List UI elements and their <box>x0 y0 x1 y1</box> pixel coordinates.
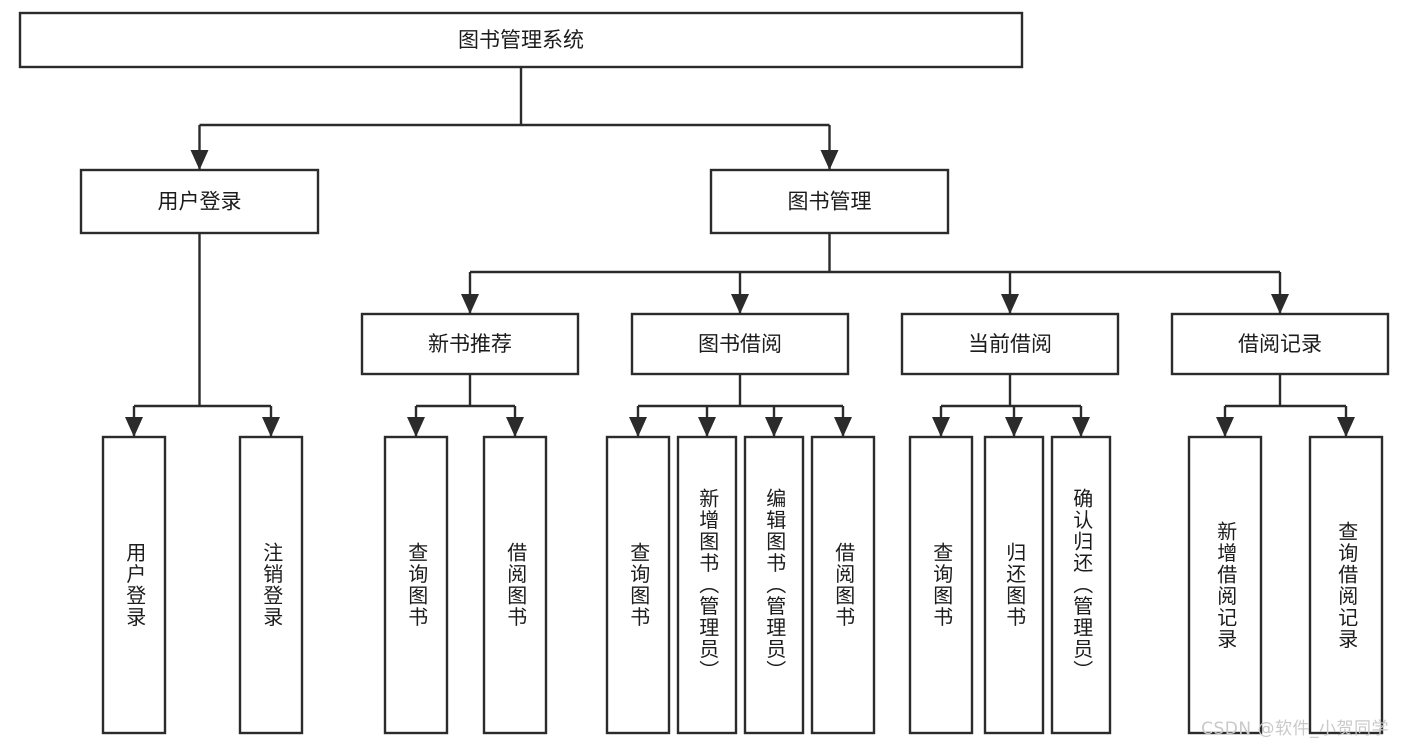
leaf-node-1-rect[interactable] <box>238 435 304 735</box>
leaf-node-12[interactable] <box>1308 435 1384 735</box>
level3-node-2-rect[interactable] <box>900 312 1120 376</box>
arrow-head-icon <box>629 417 647 437</box>
leaf-node-0[interactable] <box>101 435 167 735</box>
leaf-node-4-rect[interactable] <box>605 435 671 735</box>
arrow-head-icon <box>262 417 280 437</box>
leaf-node-9-rect[interactable] <box>983 435 1045 735</box>
level2-node-0-rect[interactable] <box>79 168 320 235</box>
leaf-node-9[interactable] <box>983 435 1045 735</box>
arrow-head-icon <box>698 417 716 437</box>
leaf-node-12-rect[interactable] <box>1308 435 1384 735</box>
arrow-head-icon <box>1005 417 1023 437</box>
arrow-head-icon <box>1001 294 1019 314</box>
leaf-node-6[interactable] <box>743 435 805 735</box>
arrow-head-icon <box>834 417 852 437</box>
level2-node-0-label: 用户登录 <box>158 190 242 214</box>
leaf-node-11[interactable] <box>1187 435 1263 735</box>
leaf-node-10-rect[interactable] <box>1050 435 1112 735</box>
arrow-head-icon <box>190 150 209 170</box>
level3-node-0-label: 新书推荐 <box>428 332 512 356</box>
level3-node-1[interactable]: 图书借阅 <box>630 312 850 376</box>
leaf-node-8[interactable] <box>908 435 974 735</box>
level2-node-0[interactable]: 用户登录 <box>79 168 320 235</box>
level2-node-1-label: 图书管理 <box>788 190 872 214</box>
arrow-head-icon <box>1271 294 1289 314</box>
arrow-head-icon <box>506 417 524 437</box>
level3-node-1-rect[interactable] <box>630 312 850 376</box>
level3-node-0[interactable]: 新书推荐 <box>360 312 580 376</box>
leaf-node-2[interactable] <box>383 435 449 735</box>
arrow-head-icon <box>820 150 839 170</box>
leaf-node-11-rect[interactable] <box>1187 435 1263 735</box>
leaf-node-10[interactable] <box>1050 435 1112 735</box>
leaf-node-8-rect[interactable] <box>908 435 974 735</box>
leaf-node-4[interactable] <box>605 435 671 735</box>
leaf-node-1[interactable] <box>238 435 304 735</box>
leaf-node-5[interactable] <box>676 435 738 735</box>
root-node-book-management-system[interactable]: 图书管理系统 <box>18 11 1024 69</box>
arrow-head-icon <box>765 417 783 437</box>
root-node-book-management-system-label: 图书管理系统 <box>458 28 584 52</box>
leaf-node-6-rect[interactable] <box>743 435 805 735</box>
level3-node-2-label: 当前借阅 <box>968 332 1052 356</box>
leaf-node-7[interactable] <box>810 435 876 735</box>
arrow-head-icon <box>407 417 425 437</box>
root-node-book-management-system-rect[interactable] <box>18 11 1024 69</box>
arrow-head-icon <box>1337 417 1355 437</box>
watermark-text: CSDN @软件_小贺同学 <box>1201 719 1389 739</box>
leaf-node-2-rect[interactable] <box>383 435 449 735</box>
arrow-head-icon <box>932 417 950 437</box>
level3-node-3-label: 借阅记录 <box>1238 332 1322 356</box>
leaf-node-3[interactable] <box>482 435 548 735</box>
arrow-head-icon <box>731 294 749 314</box>
level3-node-1-label: 图书借阅 <box>698 332 782 356</box>
connectors-layer <box>125 67 1355 437</box>
leaf-node-0-rect[interactable] <box>101 435 167 735</box>
level3-node-0-rect[interactable] <box>360 312 580 376</box>
level3-node-2[interactable]: 当前借阅 <box>900 312 1120 376</box>
arrow-head-icon <box>125 417 143 437</box>
level3-node-3-rect[interactable] <box>1170 312 1390 376</box>
level3-node-3[interactable]: 借阅记录 <box>1170 312 1390 376</box>
arrow-head-icon <box>1072 417 1090 437</box>
leaf-node-5-rect[interactable] <box>676 435 738 735</box>
level2-node-1-rect[interactable] <box>709 168 950 235</box>
leaf-node-7-rect[interactable] <box>810 435 876 735</box>
leaf-node-3-rect[interactable] <box>482 435 548 735</box>
arrow-head-icon <box>461 294 479 314</box>
level2-node-1[interactable]: 图书管理 <box>709 168 950 235</box>
arrow-head-icon <box>1216 417 1234 437</box>
